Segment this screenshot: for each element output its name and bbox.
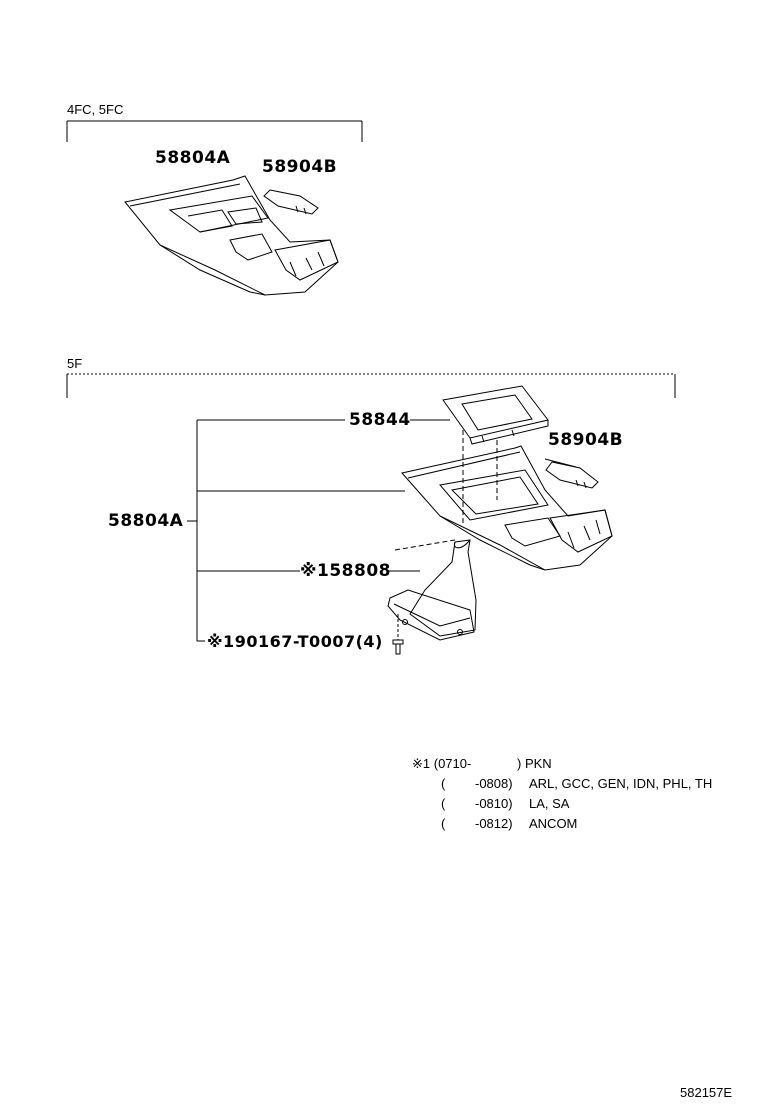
footnote-line-3-right: LA, SA — [529, 796, 570, 811]
shift-boot-illustration — [387, 539, 477, 641]
figure-id: 582157E — [680, 1085, 733, 1100]
footnote-line-4-left: ( — [441, 816, 446, 831]
footnote-line-3-left: ( — [441, 796, 446, 811]
screw-illustration — [392, 639, 404, 655]
part-number-bottom-console: 58804A — [108, 511, 184, 531]
bottom-console-illustration — [394, 445, 613, 571]
part-number-bezel: 58844 — [349, 410, 411, 430]
footnote-line-3-mid: -0810) — [475, 796, 513, 811]
top-plate-illustration — [263, 189, 319, 215]
footnote-line-4-right: ANCOM — [529, 816, 578, 831]
bezel-illustration — [442, 385, 549, 525]
section-label-bottom: 5F — [67, 356, 83, 371]
part-number-bottom-plate: 58904B — [548, 430, 624, 450]
section-label-top: 4FC, 5FC — [67, 102, 124, 117]
bottom-section-bracket — [66, 373, 676, 398]
footnote-line-1-left: ※1 (0710- — [412, 756, 472, 771]
top-console-illustration — [124, 175, 339, 296]
leader-lines — [187, 419, 577, 642]
footnote-line-4-mid: -0812) — [475, 816, 513, 831]
footnote-line-1-right: ) PKN — [517, 756, 552, 771]
part-number-shift-boot: ※158808 — [300, 561, 391, 581]
part-number-top-console: 58804A — [155, 148, 231, 168]
bottom-plate-illustration — [545, 461, 599, 489]
footnote-line-2-right: ARL, GCC, GEN, IDN, PHL, TH — [529, 776, 713, 791]
top-section-bracket — [66, 120, 363, 142]
part-number-screw: ※190167-T0007(4) — [207, 632, 383, 651]
footnote-line-2-mid: -0808) — [475, 776, 513, 791]
footnote-line-2-left: ( — [441, 776, 446, 791]
part-number-top-plate: 58904B — [262, 157, 338, 177]
